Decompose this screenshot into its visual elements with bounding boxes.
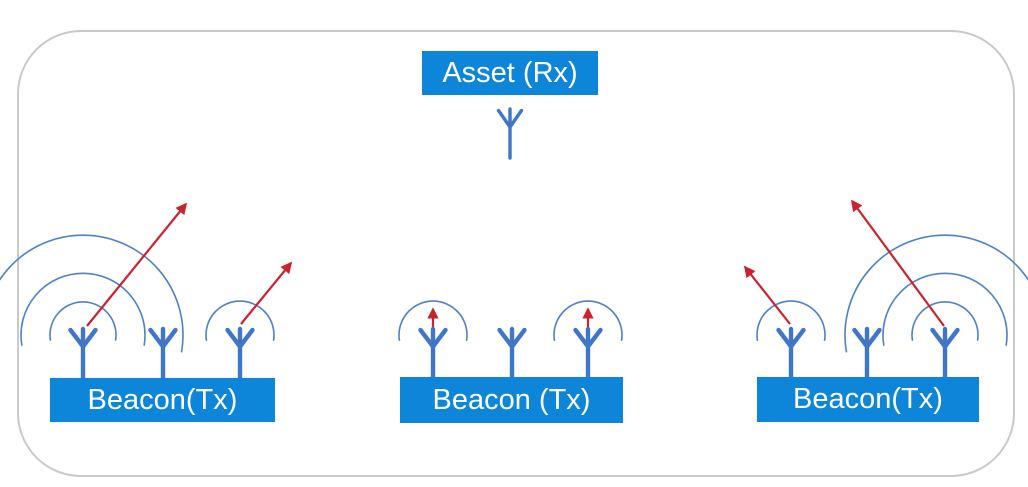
signal-arcs-middle-group	[398, 300, 623, 342]
signal-arrow	[850, 199, 945, 327]
beacon-label-middle: Beacon (Tx)	[432, 383, 591, 416]
signal-arcs-left-group	[0, 234, 275, 353]
signal-arc	[911, 301, 979, 341]
antenna-icon	[573, 326, 603, 383]
antenna-icon	[496, 107, 524, 160]
signal-arc	[756, 300, 826, 342]
signal-arc	[553, 300, 623, 342]
signal-arcs-right-group	[756, 234, 1028, 353]
signal-arc	[0, 234, 184, 353]
signal-arc	[205, 300, 275, 342]
antenna-icon	[776, 326, 806, 383]
antenna-icon	[852, 326, 882, 383]
signal-arrow	[743, 265, 791, 325]
antenna-icon	[418, 326, 448, 383]
signal-arc	[398, 300, 468, 342]
antenna-icon	[497, 326, 527, 383]
beacon-antennas-right	[776, 326, 960, 383]
antenna-icon	[148, 326, 178, 383]
beacon-antennas-left	[68, 326, 255, 383]
signal-arrow	[240, 261, 293, 325]
rounded-border-frame	[17, 30, 1015, 477]
signal-arrows	[86, 199, 945, 327]
signal-arc	[20, 272, 146, 346]
signal-arc	[844, 234, 1028, 353]
antenna-icon	[930, 326, 960, 383]
beacon-antennas-middle	[418, 326, 603, 383]
signal-arc	[882, 272, 1008, 346]
beacon-label-right: Beacon(Tx)	[793, 383, 943, 415]
signal-arrow	[86, 202, 188, 327]
beacon-label-box-right: Beacon(Tx)	[757, 377, 979, 422]
antenna-icon	[68, 326, 98, 383]
asset-label-box: Asset (Rx)	[422, 51, 598, 95]
antenna-icon	[225, 326, 255, 383]
beacon-label-box-middle: Beacon (Tx)	[400, 377, 623, 423]
asset-antennas	[496, 107, 524, 160]
asset-label: Asset (Rx)	[442, 56, 578, 89]
beacon-label-box-left: Beacon(Tx)	[50, 378, 275, 422]
signal-arc	[49, 301, 117, 341]
beacon-label-left: Beacon(Tx)	[87, 383, 238, 416]
